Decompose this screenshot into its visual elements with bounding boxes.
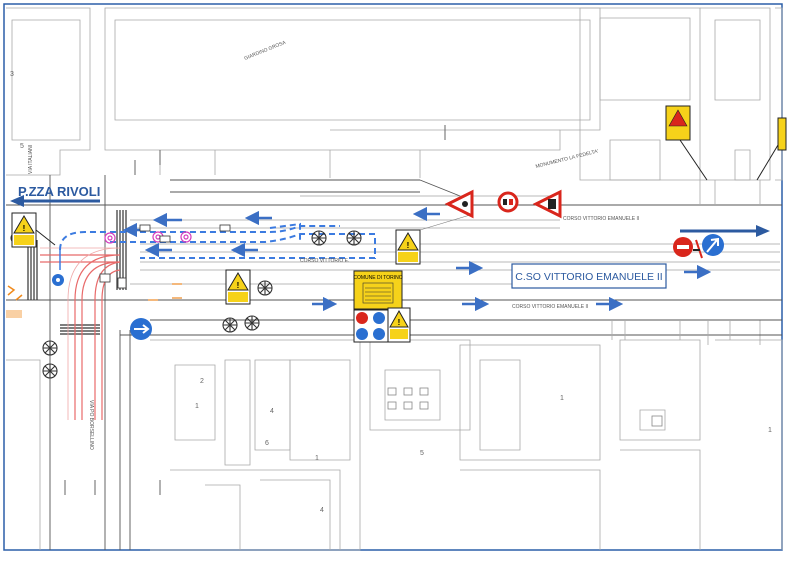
block-numbers: 3 5 2 1 4 5 6 1 4 1 1 <box>10 71 772 514</box>
side-arrows <box>64 125 446 495</box>
signal-box-edge <box>756 117 787 181</box>
orange-zone <box>6 310 22 318</box>
curb-stubs <box>611 180 761 345</box>
works-sign-2 <box>532 189 562 219</box>
svg-text:!: ! <box>23 224 26 233</box>
works-triangle-icon <box>462 201 468 207</box>
comune-sign: COMUNE DI TORINO <box>353 270 403 310</box>
street-label-upper: CORSO VITTORIO EMANUELE II <box>563 216 639 222</box>
street-furniture <box>99 224 231 289</box>
warning-sign-cluster: ! <box>387 307 411 343</box>
warning-triangle-icon <box>227 272 249 291</box>
no-entry-sign <box>673 237 703 259</box>
svg-text:1: 1 <box>768 427 772 434</box>
warning-triangle-icon <box>389 309 409 328</box>
via-italiani-label: VIA ITALIANI <box>28 145 34 174</box>
label-vittorio-box: C.SO VITTORIO EMANUELE II <box>511 263 667 289</box>
svg-text:2: 2 <box>200 378 204 385</box>
bicycle-icon <box>257 280 273 296</box>
tram-tracks-light <box>40 247 121 420</box>
bicycle-icons <box>10 230 362 379</box>
warning-triangle-icon <box>397 232 419 251</box>
vittorio-label: C.SO VITTORIO EMANUELE II <box>515 271 662 283</box>
prescription-signs <box>353 309 389 343</box>
bicycle-icon <box>244 315 260 331</box>
svg-text:4: 4 <box>270 408 274 415</box>
svg-text:1: 1 <box>560 395 564 402</box>
warning-sign-center: ! <box>395 229 421 265</box>
big-arrow-right <box>680 225 770 237</box>
works-triangle-icon <box>548 199 556 209</box>
bicycle-icon <box>222 317 238 333</box>
no-overtake-sign <box>497 191 519 213</box>
lane-lines <box>130 195 780 285</box>
turn-sign-bottom-left <box>130 318 152 340</box>
street-label-mid: CORSO VITTORIO E. <box>300 258 349 264</box>
svg-text:3: 3 <box>10 71 14 78</box>
svg-text:5: 5 <box>420 450 424 457</box>
big-arrow-left <box>10 195 100 207</box>
works-markers <box>104 231 192 244</box>
svg-text:1: 1 <box>195 403 199 410</box>
comune-sign-title: COMUNE DI TORINO <box>353 275 402 281</box>
svg-text:6: 6 <box>265 440 269 447</box>
bicycle-icon <box>311 230 327 246</box>
svg-text:5: 5 <box>20 143 24 150</box>
svg-text:!: ! <box>398 318 401 327</box>
bicycle-icon <box>42 363 58 379</box>
svg-text:!: ! <box>237 281 240 290</box>
crosswalks <box>27 210 127 335</box>
warning-triangle-icon <box>13 215 35 234</box>
small-arrows-orange <box>148 283 182 301</box>
works-sign-1 <box>444 189 474 219</box>
bicycle-icon <box>42 340 58 356</box>
rivoli-label: P.ZZA RIVOLI <box>18 184 100 199</box>
bicycle-icon <box>346 230 362 246</box>
svg-text:1: 1 <box>315 455 319 462</box>
turn-right-sign <box>702 234 724 256</box>
building-windows <box>387 387 663 427</box>
traffic-arrows <box>122 206 712 312</box>
street-label-lower: CORSO VITTORIO EMANUELE II <box>512 304 588 310</box>
svg-text:4: 4 <box>320 507 324 514</box>
via-bobbio-label: VIA PO BORSELLINO <box>88 400 94 450</box>
warning-sign-center-left: ! <box>225 269 251 305</box>
blue-dot-sign <box>52 274 64 286</box>
svg-text:!: ! <box>407 241 410 250</box>
label-rivoli: P.ZZA RIVOLI <box>18 184 100 199</box>
signal-box-right <box>665 105 708 181</box>
warning-sign-left: ! <box>11 212 56 248</box>
